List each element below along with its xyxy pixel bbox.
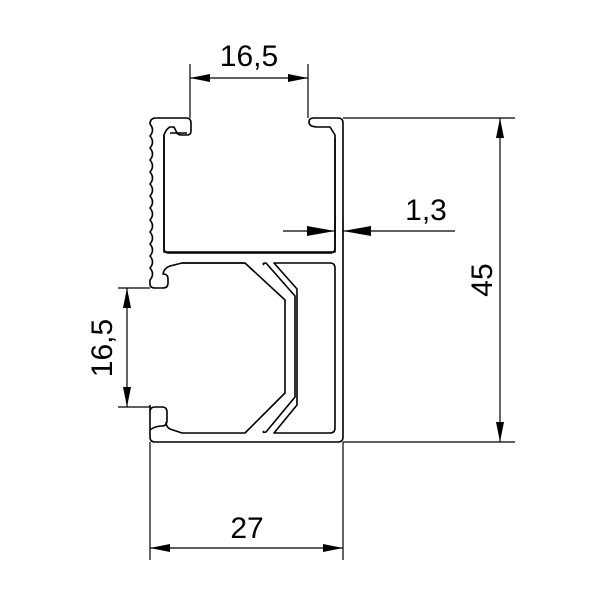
dimension-label-top-width: 16,5 xyxy=(220,40,278,73)
divider-strip xyxy=(262,262,296,434)
dimension-label-wall-thickness: 1,3 xyxy=(405,194,447,227)
dimension-width: 27 xyxy=(149,442,344,560)
arrowhead xyxy=(190,74,210,82)
dimension-left-opening: 16,5 xyxy=(86,287,150,408)
arrowhead xyxy=(288,74,308,82)
arrowhead xyxy=(496,422,504,442)
arrowhead xyxy=(123,387,131,407)
dimension-label-height: 45 xyxy=(466,263,499,296)
profile-outer-contour xyxy=(149,117,344,443)
arrowhead xyxy=(343,226,371,236)
arrowhead xyxy=(123,288,131,308)
arrowhead xyxy=(496,118,504,138)
dimension-label-left-opening: 16,5 xyxy=(86,319,119,377)
dimension-height: 45 xyxy=(343,117,515,443)
dimension-top-width: 16,5 xyxy=(189,40,309,118)
lower-right-chamber xyxy=(273,262,336,434)
profile-outline xyxy=(149,117,344,443)
dimension-label-width: 27 xyxy=(230,512,263,545)
arrowhead xyxy=(323,544,343,552)
arrowhead xyxy=(307,226,335,236)
lower-left-chamber xyxy=(165,262,286,434)
arrowhead xyxy=(150,544,170,552)
upper-chamber xyxy=(163,132,336,254)
dimension-wall-thickness: 1,3 xyxy=(283,194,455,240)
